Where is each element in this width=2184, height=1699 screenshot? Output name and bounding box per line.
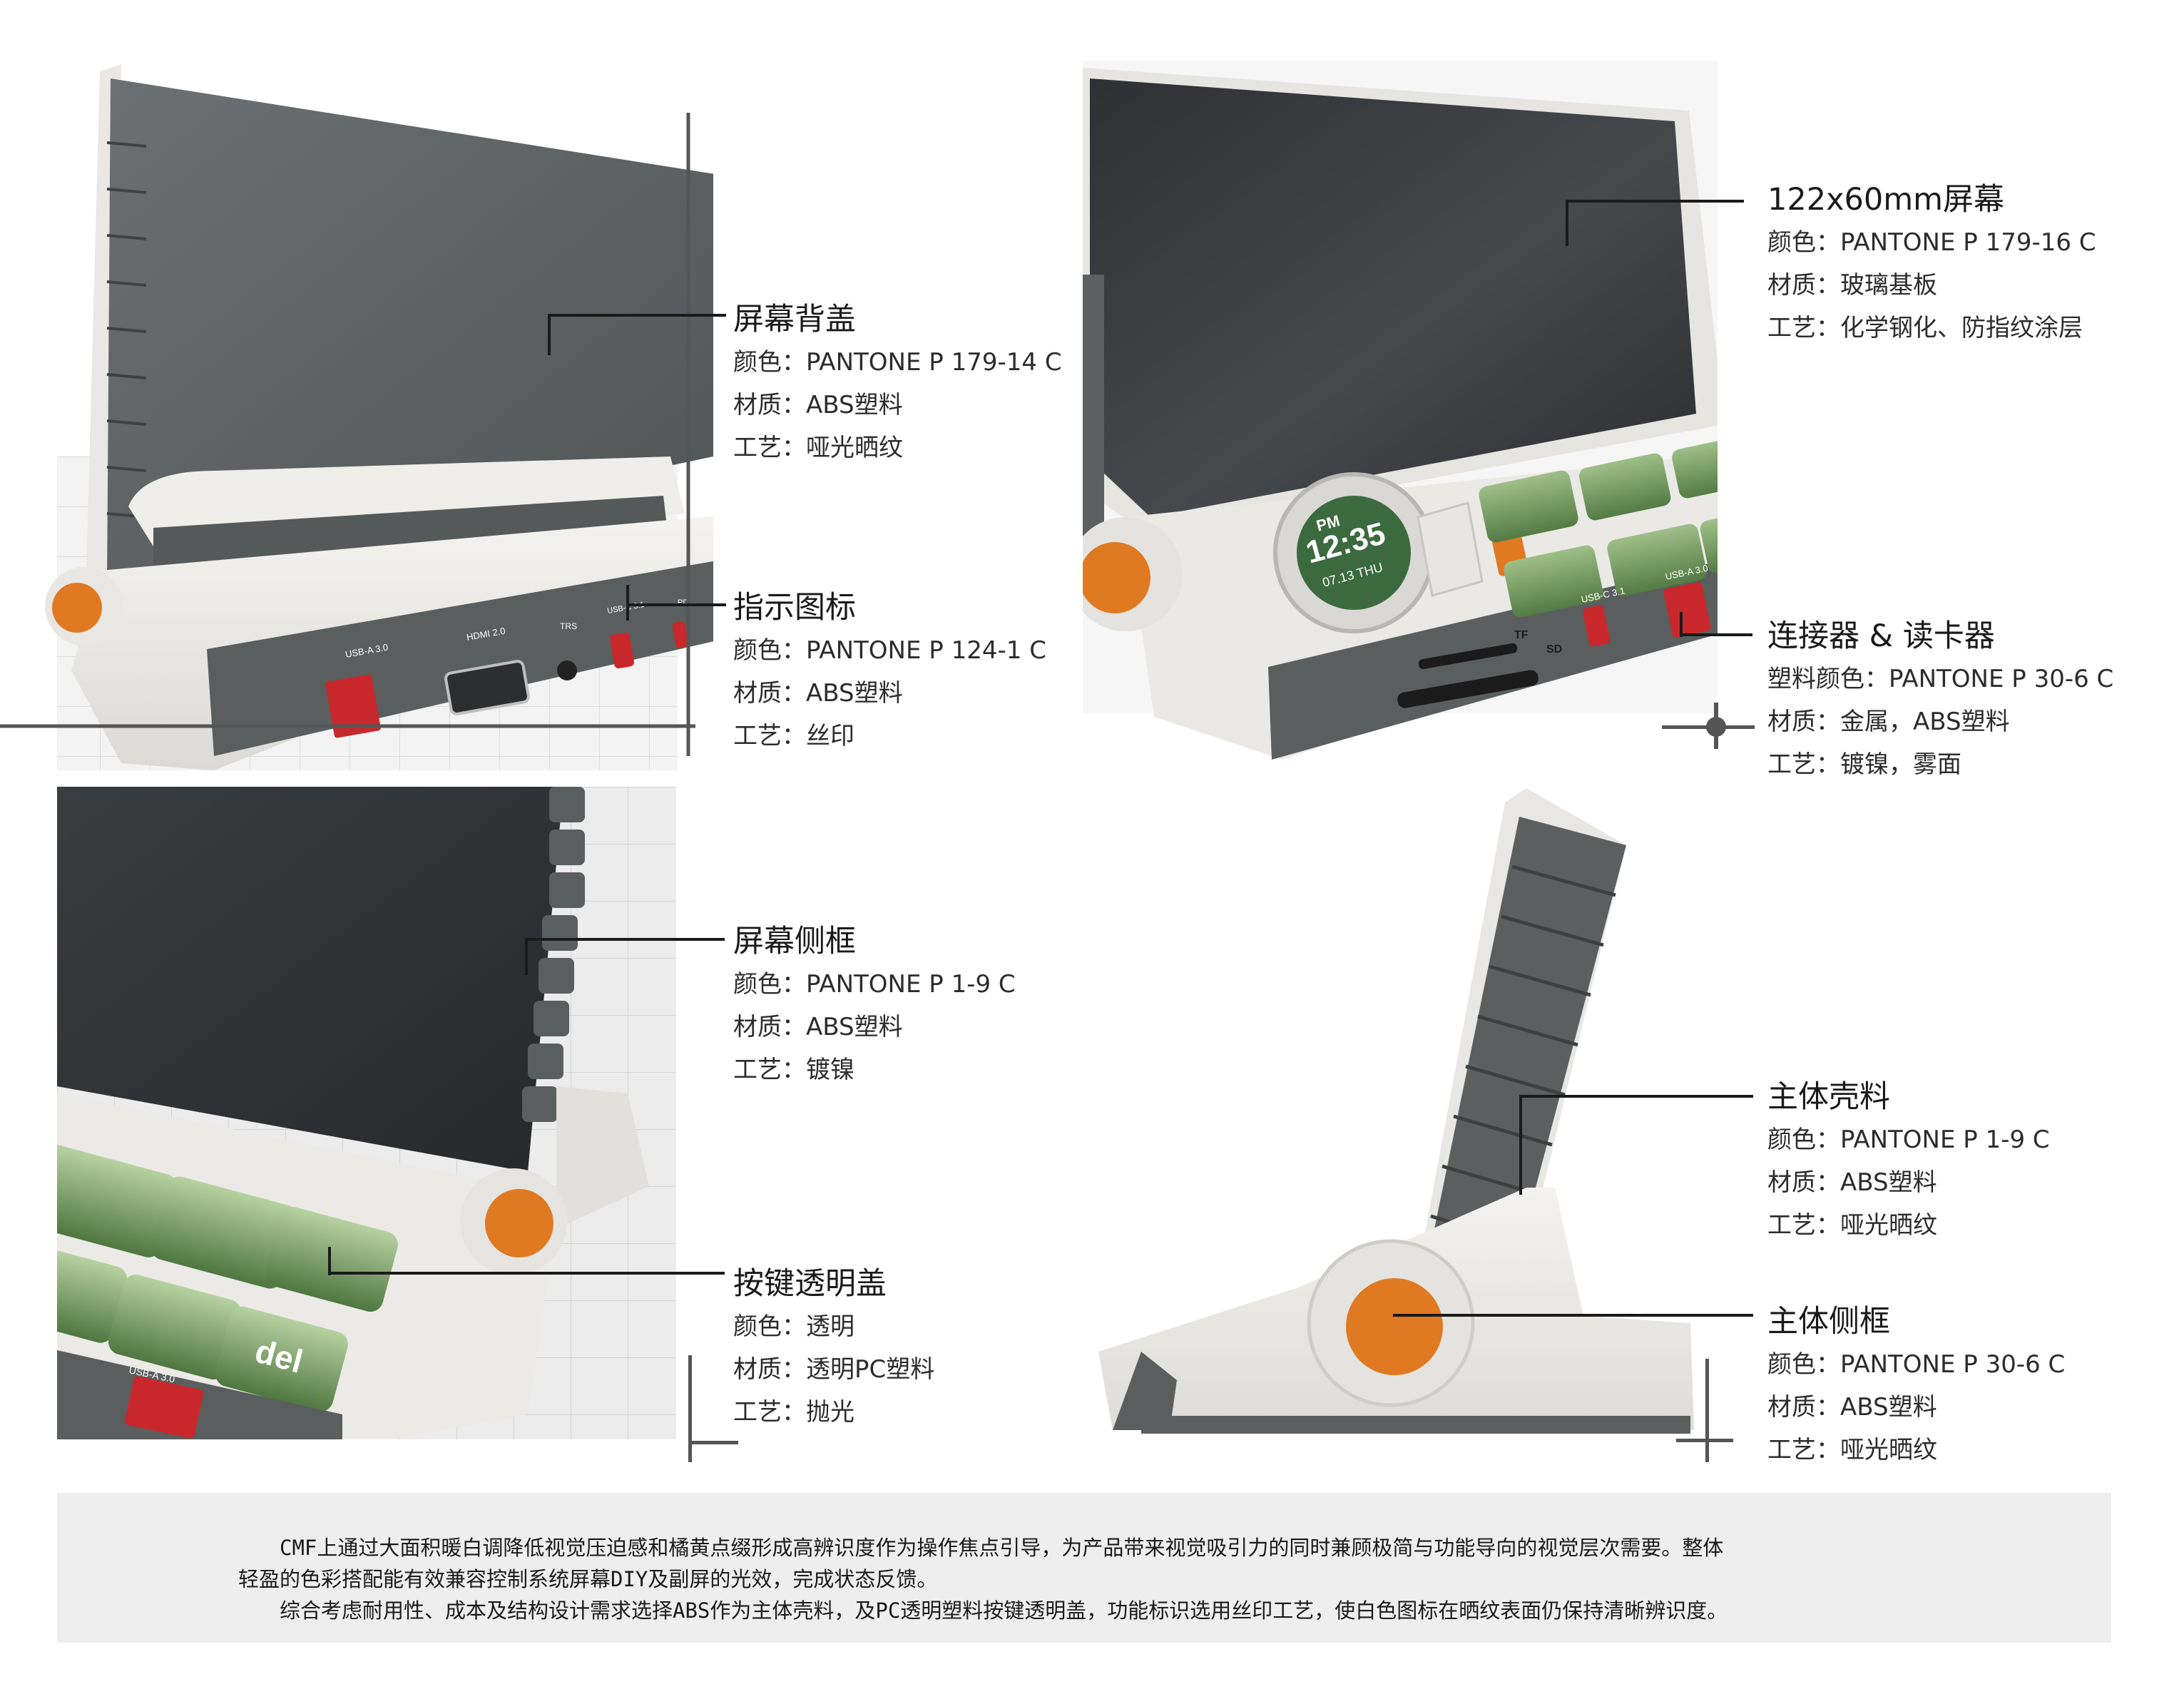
leader-line: [548, 314, 726, 317]
callout-screen-back-cover: 屏幕背盖 颜色：PANTONE P 179-14 C 材质：ABS塑料 工艺：哑…: [733, 298, 1062, 469]
callout-material: 材质：金属，ABS塑料: [1767, 708, 2010, 736]
callout-indicator-icons: 指示图标 颜色：PANTONE P 124-1 C 材质：ABS塑料 工艺：丝印: [733, 586, 1046, 757]
callout-title: 122x60mm屏幕: [1767, 182, 2005, 218]
leader-line: [525, 938, 725, 941]
leader-line: [1566, 200, 1744, 203]
callout-title: 指示图标: [733, 590, 856, 626]
callout-process: 工艺：镀镍: [733, 1056, 854, 1084]
callout-title: 按键透明盖: [733, 1266, 887, 1302]
callout-color: 颜色：PANTONE P 1-9 C: [733, 970, 1016, 999]
crop-mark: [688, 1441, 738, 1444]
cmf-description-box: CMF上通过大面积暖白调降低视觉压迫感和橘黄点缀形成高辨识度作为操作焦点引导，为…: [57, 1493, 2111, 1643]
leader-line: [1680, 633, 1752, 636]
crop-mark: [1705, 1359, 1709, 1462]
callout-connectors-card-reader: 连接器 & 读卡器 塑料颜色：PANTONE P 30-6 C 材质：金属，AB…: [1767, 615, 2113, 786]
callout-material: 材质：ABS塑料: [733, 391, 903, 419]
callout-color: 颜色：PANTONE P 124-1 C: [733, 636, 1046, 665]
leader-line: [1519, 1095, 1753, 1098]
leader-line: [626, 585, 629, 621]
product-render-side: [1098, 788, 1740, 1451]
callout-color: 颜色：PANTONE P 30-6 C: [1767, 1350, 2066, 1379]
description-line: 综合考虑耐用性、成本及结构设计需求选择ABS作为主体壳料，及PC透明塑料按键透明…: [280, 1598, 1728, 1623]
crop-mark: [688, 1355, 692, 1462]
callout-display-screen: 122x60mm屏幕 颜色：PANTONE P 179-16 C 材质：玻璃基板…: [1767, 178, 2096, 350]
callout-color: 塑料颜色：PANTONE P 30-6 C: [1767, 665, 2114, 693]
callout-material: 材质：玻璃基板: [1767, 271, 1937, 300]
callout-material: 材质：透明PC塑料: [733, 1355, 935, 1384]
leader-line: [525, 938, 528, 975]
leader-line: [1680, 612, 1683, 637]
callout-title: 屏幕背盖: [733, 302, 856, 337]
callout-title: 主体侧框: [1767, 1304, 1890, 1340]
callout-material: 材质：ABS塑料: [1767, 1168, 1937, 1197]
leader-line: [1519, 1095, 1522, 1195]
leader-line: [328, 1247, 331, 1275]
callout-material: 材质：ABS塑料: [1767, 1393, 1937, 1422]
callout-color: 颜色：PANTONE P 179-16 C: [1767, 228, 2096, 257]
callout-main-housing: 主体壳料 颜色：PANTONE P 1-9 C 材质：ABS塑料 工艺：哑光晒纹: [1767, 1076, 2050, 1247]
leader-line: [1393, 1314, 1753, 1317]
port-label-trs: TRS: [560, 621, 577, 631]
callout-process: 工艺：哑光晒纹: [1767, 1211, 1937, 1240]
callout-material: 材质：ABS塑料: [733, 1013, 903, 1041]
callout-process: 工艺：丝印: [733, 722, 854, 750]
card-label-tf: TF: [1514, 629, 1529, 641]
callout-title: 主体壳料: [1767, 1079, 1890, 1115]
leader-line: [328, 1272, 725, 1275]
product-render-keys-closeup: del USB-A 3.0: [57, 787, 676, 1439]
leader-line: [548, 314, 551, 355]
description-line: 轻盈的色彩搭配能有效兼容控制系统屏幕DIY及副屏的光效，完成状态反馈。: [238, 1567, 938, 1591]
crop-mark: [1676, 1439, 1733, 1442]
callout-process: 工艺：抛光: [733, 1398, 854, 1427]
callout-process: 工艺：镀镍，雾面: [1767, 750, 1961, 779]
product-render-rear: USB-A 3.0 HDMI 2.0 TRS USB-C 3.1 PD: [0, 57, 713, 785]
callout-key-transparent-cap: 按键透明盖 颜色：透明 材质：透明PC塑料 工艺：抛光: [733, 1262, 934, 1434]
crop-mark-dot: [1706, 717, 1726, 737]
callout-material: 材质：ABS塑料: [733, 679, 903, 708]
callout-title: 屏幕侧框: [733, 924, 856, 959]
callout-color: 颜色：PANTONE P 1-9 C: [1767, 1126, 2050, 1154]
callout-process: 工艺：哑光晒纹: [1767, 1436, 1937, 1464]
callout-title: 连接器 & 读卡器: [1767, 618, 1995, 654]
leader-line: [626, 603, 726, 606]
callout-process: 工艺：化学钢化、防指纹涂层: [1767, 314, 2083, 342]
callout-color: 颜色：透明: [733, 1312, 854, 1341]
callout-screen-side-frame: 屏幕侧框 颜色：PANTONE P 1-9 C 材质：ABS塑料 工艺：镀镍: [733, 920, 1016, 1091]
callout-process: 工艺：哑光晒纹: [733, 434, 903, 462]
product-render-front: PM 12:35 07.13 THU USB-C 3.1 USB-A 3.0 U…: [1083, 61, 1718, 777]
leader-line: [1566, 200, 1568, 246]
callout-color: 颜色：PANTONE P 179-14 C: [733, 348, 1062, 377]
callout-main-side-frame: 主体侧框 颜色：PANTONE P 30-6 C 材质：ABS塑料 工艺：哑光晒…: [1767, 1300, 2065, 1471]
card-label-sd: SD: [1546, 643, 1562, 655]
description-line: CMF上通过大面积暖白调降低视觉压迫感和橘黄点缀形成高辨识度作为操作焦点引导，为…: [280, 1536, 1724, 1560]
